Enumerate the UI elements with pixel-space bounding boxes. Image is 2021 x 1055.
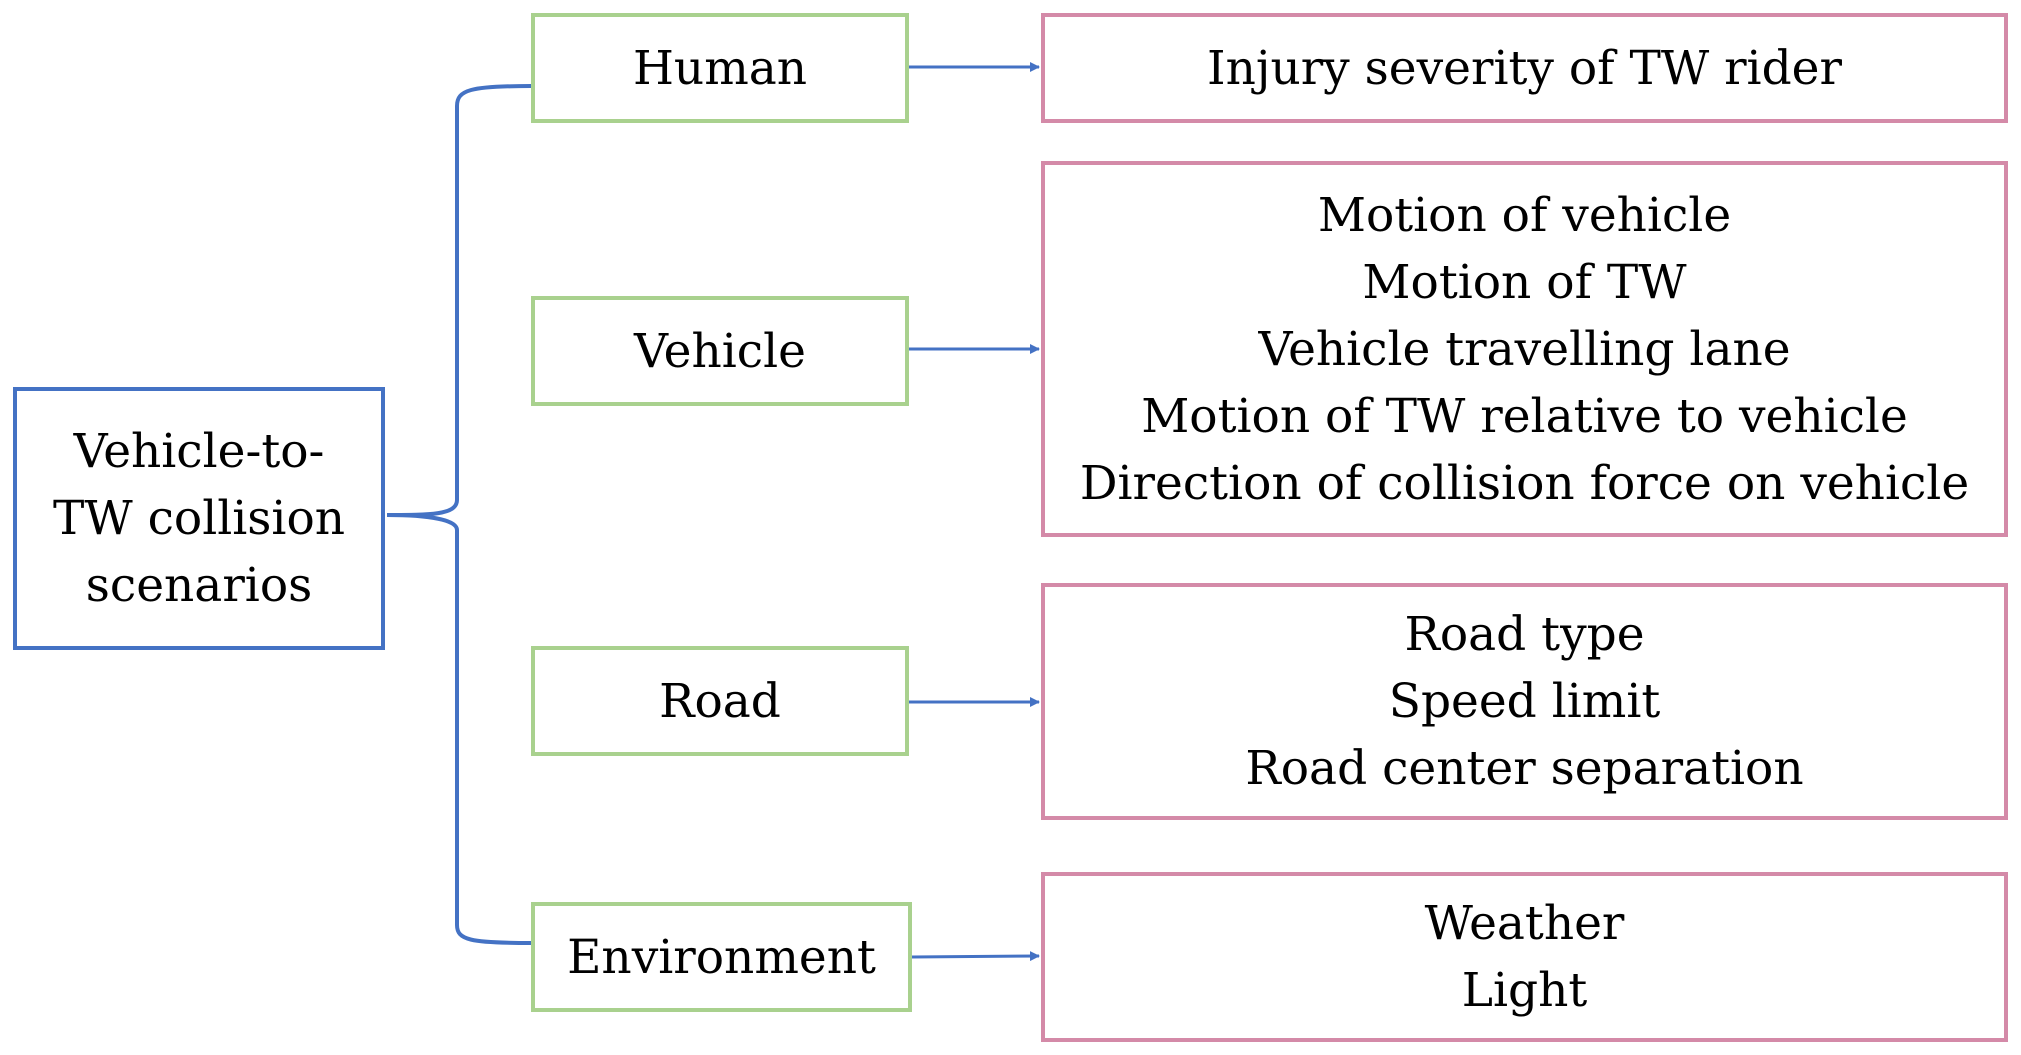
detail-item: Speed limit xyxy=(1388,674,1661,729)
detail-item: Direction of collision force on vehicle xyxy=(1079,455,1970,511)
root-line-2: TW collision xyxy=(52,491,346,546)
detail-item: Vehicle travelling lane xyxy=(1258,321,1791,377)
details-vehicle: Motion of vehicle Motion of TW Vehicle t… xyxy=(1041,161,2008,537)
detail-item: Motion of vehicle xyxy=(1317,187,1732,243)
root-line-1: Vehicle-to- xyxy=(73,424,325,479)
details-road: Road type Speed limit Road center separa… xyxy=(1041,583,2008,820)
category-human: Human xyxy=(531,13,909,123)
detail-item: Road center separation xyxy=(1245,741,1804,796)
detail-item: Injury severity of TW rider xyxy=(1207,40,1842,96)
detail-item: Road type xyxy=(1404,607,1645,662)
detail-item: Motion of TW xyxy=(1362,254,1687,310)
category-environment: Environment xyxy=(531,902,912,1012)
details-environment: Weather Light xyxy=(1041,872,2008,1042)
detail-item: Light xyxy=(1461,963,1588,1018)
arrow-environment xyxy=(911,951,1040,962)
category-label: Road xyxy=(659,673,781,729)
category-label: Vehicle xyxy=(634,323,806,379)
detail-item: Motion of TW relative to vehicle xyxy=(1141,388,1908,444)
detail-item: Weather xyxy=(1424,896,1625,951)
root-node: Vehicle-to- TW collision scenarios xyxy=(13,387,385,650)
category-vehicle: Vehicle xyxy=(531,296,909,406)
category-label: Human xyxy=(632,40,808,96)
category-road: Road xyxy=(531,646,909,756)
details-human: Injury severity of TW rider xyxy=(1041,13,2008,123)
brace-connector xyxy=(386,84,532,945)
category-label: Environment xyxy=(567,929,876,985)
root-line-3: scenarios xyxy=(85,558,313,613)
